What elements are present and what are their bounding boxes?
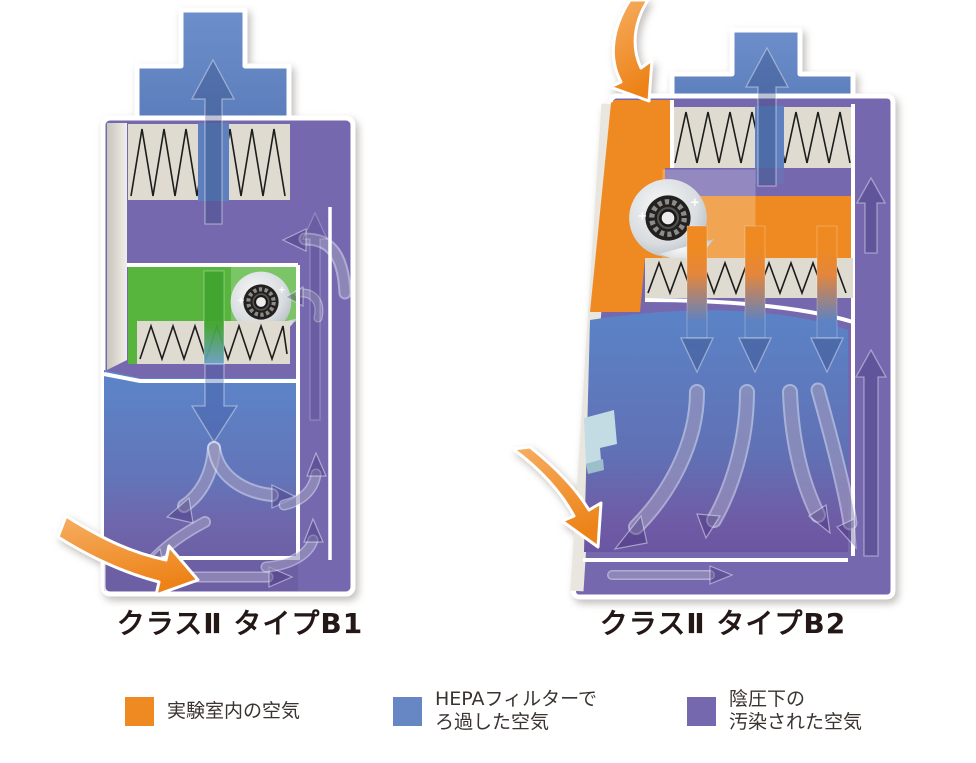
legend-line: HEPAフィルターで — [435, 688, 598, 710]
legend-swatch-blue — [393, 696, 422, 726]
legend-line: 汚染された空気 — [729, 711, 863, 733]
b1-left-wall — [107, 123, 127, 370]
legend-item-contaminated-air: 陰圧下の 汚染された空気 — [687, 688, 862, 734]
diagram-title-b1: クラスⅡ タイプB1 — [116, 607, 364, 640]
legend-line: 実験室内の空気 — [167, 700, 301, 722]
b1-green-sliver — [128, 322, 137, 364]
b2-room-air-plenum — [590, 100, 853, 312]
b2-exhaust-up-arrow — [744, 46, 790, 187]
b1-plenum-return-arrow — [281, 228, 352, 300]
b2-sash-glass-lower — [586, 459, 604, 474]
b1-room-air-inflow-arrow — [56, 514, 200, 597]
b2-column-fade — [755, 168, 784, 184]
b2-downflow-arrows — [607, 382, 858, 585]
diagram-title-b2: クラスⅡ タイプB2 — [599, 607, 847, 640]
b1-supply-air-shaft — [203, 270, 225, 365]
b2-room-air-front-arrow — [511, 445, 603, 549]
b2-filtered-air-column — [755, 106, 784, 168]
b1-exhaust-up-arrow — [190, 58, 236, 225]
diagram-class2-type-b2 — [511, 0, 896, 600]
b1-filtered-air-column — [198, 123, 229, 201]
b2-work-chamber — [584, 310, 848, 552]
legend-line: 陰圧下の — [729, 688, 806, 710]
legend-swatch-purple — [687, 696, 716, 726]
b1-downflow-arrow — [190, 363, 239, 444]
b2-contaminated-band — [665, 168, 853, 196]
b2-supply-air-shafts — [679, 225, 845, 374]
legend-label: 陰圧下の 汚染された空気 — [729, 688, 862, 734]
b2-sash-glass — [584, 410, 617, 464]
legend-label: HEPAフィルターで ろ過した空気 — [435, 688, 597, 734]
b1-split-flow-arrows — [137, 441, 298, 588]
b1-work-chamber — [104, 370, 298, 558]
b1-rear-channel-arrows — [260, 211, 329, 573]
b2-room-air-top-arrow — [608, 0, 654, 103]
b1-divider — [103, 372, 298, 383]
legend-line: ろ過した空気 — [435, 711, 550, 733]
legend-label: 実験室内の空気 — [167, 700, 300, 723]
diagram-class2-type-b1 — [56, 7, 356, 597]
b2-rear-channel-arrows — [854, 176, 888, 557]
legend-item-room-air: 実験室内の空気 — [125, 697, 300, 726]
legend-swatch-orange — [125, 697, 154, 726]
legend-item-hepa-filtered-air: HEPAフィルターで ろ過した空気 — [393, 688, 597, 734]
